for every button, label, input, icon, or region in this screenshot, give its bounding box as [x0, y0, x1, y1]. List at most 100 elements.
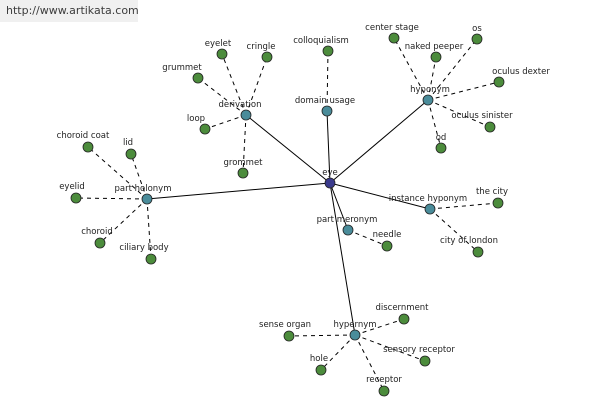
leaf-node-od[interactable]: od: [435, 133, 447, 154]
leaf-node-lid[interactable]: lid: [123, 138, 137, 160]
leaf-node-naked-peeper[interactable]: naked peeper: [405, 42, 464, 63]
leaf-node-label[interactable]: od: [436, 133, 447, 143]
leaf-node-label[interactable]: sense organ: [259, 320, 311, 330]
leaf-node-the-city[interactable]: the city: [476, 187, 508, 209]
leaf-node-dot[interactable]: [398, 313, 410, 325]
relation-node-dot[interactable]: [342, 224, 354, 236]
leaf-node-label[interactable]: grommet: [223, 158, 263, 168]
leaf-node-dot[interactable]: [125, 148, 137, 160]
leaf-node-eyelet[interactable]: eyelet: [205, 39, 232, 60]
leaf-node-label[interactable]: oculus dexter: [492, 67, 550, 77]
leaf-node-label[interactable]: sensory receptor: [383, 345, 455, 355]
leaf-node-dot[interactable]: [237, 167, 249, 179]
leaf-node-label[interactable]: choroid coat: [57, 131, 110, 141]
leaf-node-dot[interactable]: [493, 76, 505, 88]
relation-node-dot[interactable]: [349, 329, 361, 341]
leaf-node-cringle[interactable]: cringle: [247, 42, 276, 63]
leaf-node-label[interactable]: city of london: [440, 236, 498, 246]
leaf-node-choroid[interactable]: choroid: [81, 227, 113, 249]
leaf-node-choroid-coat[interactable]: choroid coat: [57, 131, 110, 153]
leaf-node-dot[interactable]: [435, 142, 447, 154]
relation-node-dot[interactable]: [240, 109, 252, 121]
leaf-node-receptor[interactable]: receptor: [366, 375, 402, 397]
leaf-node-label[interactable]: colloquialism: [293, 36, 349, 46]
leaf-node-dot[interactable]: [388, 32, 400, 44]
leaf-node-oculus-dexter[interactable]: oculus dexter: [492, 67, 550, 88]
leaf-node-label[interactable]: center stage: [365, 23, 419, 33]
leaf-node-grommet[interactable]: grommet: [223, 158, 263, 179]
relation-node-hyponym[interactable]: hyponym: [410, 85, 450, 106]
leaf-node-os[interactable]: os: [471, 24, 483, 45]
root-node-eye[interactable]: eye: [322, 168, 338, 189]
relation-node-dot[interactable]: [422, 94, 434, 106]
leaf-node-dot[interactable]: [472, 246, 484, 258]
leaf-node-label[interactable]: hole: [310, 354, 328, 364]
leaf-node-label[interactable]: cringle: [247, 42, 276, 52]
leaf-node-dot[interactable]: [419, 355, 431, 367]
leaf-node-label[interactable]: os: [472, 24, 482, 34]
leaf-node-oculus-sinister[interactable]: oculus sinister: [451, 111, 513, 133]
leaf-node-dot[interactable]: [381, 240, 393, 252]
leaf-node-label[interactable]: eyelid: [59, 182, 85, 192]
leaf-node-label[interactable]: lid: [123, 138, 133, 148]
leaf-node-dot[interactable]: [145, 253, 157, 265]
leaf-node-label[interactable]: grummet: [162, 63, 202, 73]
relation-node-dot[interactable]: [424, 203, 436, 215]
leaf-node-eyelid[interactable]: eyelid: [59, 182, 85, 204]
relation-node-label[interactable]: derivation: [218, 100, 261, 110]
leaf-node-label[interactable]: the city: [476, 187, 508, 197]
leaf-node-label[interactable]: loop: [187, 114, 205, 124]
leaf-node-city-of-london[interactable]: city of london: [440, 236, 498, 258]
leaf-node-dot[interactable]: [82, 141, 94, 153]
leaf-node-dot[interactable]: [192, 72, 204, 84]
relation-node-label[interactable]: part holonym: [115, 184, 172, 194]
leaf-node-sensory-receptor[interactable]: sensory receptor: [383, 345, 455, 367]
leaf-node-label[interactable]: discernment: [375, 303, 429, 313]
leaf-node-center-stage[interactable]: center stage: [365, 23, 419, 44]
relation-node-label[interactable]: hypernym: [333, 320, 376, 330]
leaf-node-dot[interactable]: [199, 123, 211, 135]
leaf-node-label[interactable]: choroid: [81, 227, 113, 237]
relation-node-instance-hyponym[interactable]: instance hyponym: [389, 194, 467, 215]
leaf-node-label[interactable]: oculus sinister: [451, 111, 513, 121]
relation-node-label[interactable]: instance hyponym: [389, 194, 467, 204]
leaf-node-dot[interactable]: [315, 364, 327, 376]
relation-node-label[interactable]: hyponym: [410, 85, 450, 95]
leaf-node-dot[interactable]: [94, 237, 106, 249]
leaf-node-label[interactable]: needle: [373, 230, 402, 240]
relation-node-dot[interactable]: [321, 105, 333, 117]
leaf-node-needle[interactable]: needle: [373, 230, 402, 252]
leaf-node-dot[interactable]: [283, 330, 295, 342]
leaf-node-ciliary-body[interactable]: ciliary body: [119, 243, 169, 265]
leaf-node-dot[interactable]: [322, 45, 334, 57]
relation-node-domain-usage[interactable]: domain usage: [295, 96, 355, 117]
relation-node-derivation[interactable]: derivation: [218, 100, 262, 121]
leaf-node-dot[interactable]: [492, 197, 504, 209]
relation-node-label[interactable]: domain usage: [295, 96, 355, 106]
relation-node-part-meronym[interactable]: part meronym: [317, 215, 378, 236]
root-node-dot[interactable]: [324, 177, 336, 189]
relation-node-part-holonym[interactable]: part holonym: [115, 184, 172, 205]
leaf-node-sense-organ[interactable]: sense organ: [259, 320, 311, 342]
relation-node-dot[interactable]: [141, 193, 153, 205]
leaf-node-colloquialism[interactable]: colloquialism: [293, 36, 349, 57]
leaf-node-dot[interactable]: [261, 51, 273, 63]
root-node-label[interactable]: eye: [322, 168, 338, 178]
leaf-node-dot[interactable]: [484, 121, 496, 133]
leaf-node-discernment[interactable]: discernment: [375, 303, 429, 325]
leaf-node-label[interactable]: receptor: [366, 375, 402, 385]
leaf-node-dot[interactable]: [471, 33, 483, 45]
leaf-node-label[interactable]: ciliary body: [119, 243, 168, 253]
leaf-node-label[interactable]: eyelet: [205, 39, 232, 49]
leaf-node-label[interactable]: naked peeper: [405, 42, 464, 52]
leaf-node-grummet[interactable]: grummet: [162, 63, 204, 84]
relation-node-label[interactable]: part meronym: [317, 215, 378, 225]
leaf-node-dot[interactable]: [70, 192, 82, 204]
leaf-node-dot[interactable]: [378, 385, 390, 397]
leaf-node-dot[interactable]: [430, 51, 442, 63]
relation-node-hypernym[interactable]: hypernym: [333, 320, 377, 341]
leaf-node-hole[interactable]: hole: [310, 354, 328, 376]
leaf-node-dot[interactable]: [216, 48, 228, 60]
leaf-node-loop[interactable]: loop: [187, 114, 211, 135]
